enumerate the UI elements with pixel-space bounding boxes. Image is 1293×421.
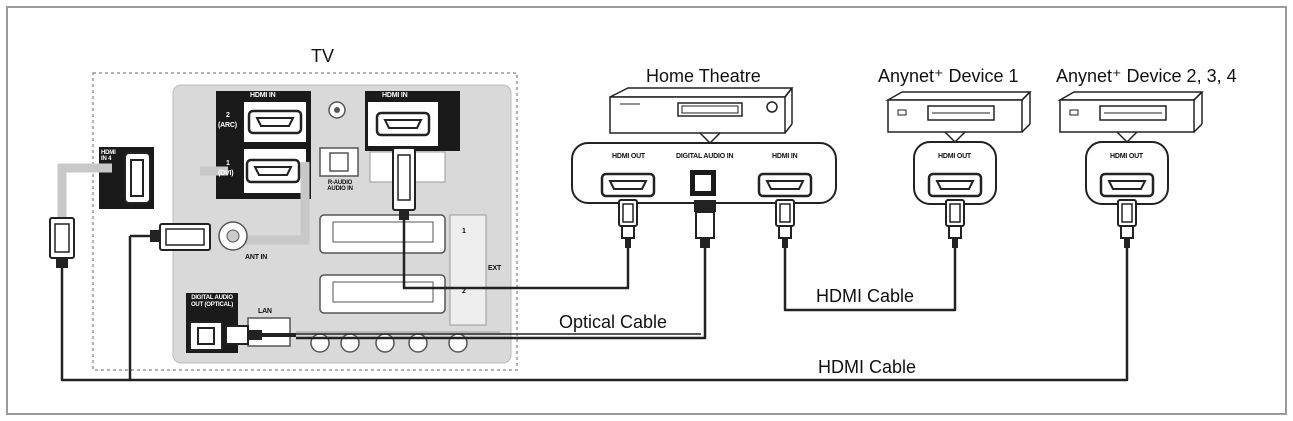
- hdmi-plug-ht-in: [775, 199, 795, 249]
- tv-label: TV: [311, 46, 335, 66]
- tv-ext1-scart: [319, 214, 446, 254]
- tv-digital-audio-out-label: DIGITAL AUDIO OUT (OPTICAL): [190, 295, 234, 308]
- dev1-hdmi-out-label: HDMI OUT: [938, 153, 972, 160]
- optical-cable-label: Optical Cable: [559, 312, 668, 332]
- anynet-device-234-label: Anynet⁺ Device 2, 3, 4: [1056, 66, 1237, 86]
- tv-av-audio-label: R-AUDIO AUDIO IN: [327, 180, 353, 192]
- hdmi-plug-dev1: [945, 199, 965, 249]
- tv-port-2-sub-label: (ARC): [218, 122, 237, 129]
- hdmi-plug-tv-left: [150, 223, 211, 251]
- tv-port-1-label: 1: [226, 160, 230, 167]
- cable-tv-to-dev234: [60, 248, 1129, 382]
- tv-hdmi-in-right-label: HDMI IN: [382, 92, 408, 99]
- cable-tv-to-ht-hdmi: [402, 220, 630, 290]
- anynet-device-234: [1057, 91, 1204, 205]
- tv-outline: [92, 72, 518, 371]
- hdmi-cable-upper-label: HDMI Cable: [816, 286, 915, 306]
- tv-panel: [92, 72, 518, 371]
- ht-digital-audio-in-label: DIGITAL AUDIO IN: [676, 153, 734, 160]
- anynet-device-1-label: Anynet⁺ Device 1: [878, 66, 1019, 86]
- home-theatre: [571, 87, 837, 204]
- ht-hdmi-out-label: HDMI OUT: [612, 153, 646, 160]
- tv-port-1-sub-label: (DVI): [218, 170, 234, 177]
- hdmi-cable-lower-label: HDMI Cable: [818, 357, 917, 377]
- dev234-hdmi-out-label: HDMI OUT: [1110, 153, 1144, 160]
- tv-lan-label: LAN: [258, 308, 272, 315]
- optical-plug-tv: [225, 325, 296, 345]
- anynet-device-1: [885, 91, 1032, 205]
- tv-ext-2-label: 2: [462, 288, 466, 295]
- cables: [60, 220, 1129, 382]
- cable-optical: [296, 248, 707, 340]
- tv-ant-in-label: ANT IN: [245, 254, 268, 261]
- tv-ext-1-label: 1: [462, 228, 466, 235]
- optical-plug-ht: [694, 200, 716, 248]
- hdmi-plug-ht-out: [618, 199, 638, 249]
- hdmi-plug-tv-right: [392, 147, 416, 220]
- hdmi-plug-dev234: [1117, 199, 1137, 249]
- tv-side-hdmi-label: HDMI IN 4: [101, 150, 116, 162]
- tv-port-2-label: 2: [226, 112, 230, 119]
- tv-ext2-scart: [319, 274, 446, 314]
- home-theatre-label: Home Theatre: [646, 66, 761, 86]
- ht-hdmi-in-label: HDMI IN: [772, 153, 798, 160]
- tv-hdmi-in-left-label: HDMI IN: [250, 92, 276, 99]
- hdmi-plug-side: [49, 217, 75, 268]
- cable-ht-to-dev1: [783, 248, 957, 312]
- tv-ext-label: EXT: [488, 265, 502, 272]
